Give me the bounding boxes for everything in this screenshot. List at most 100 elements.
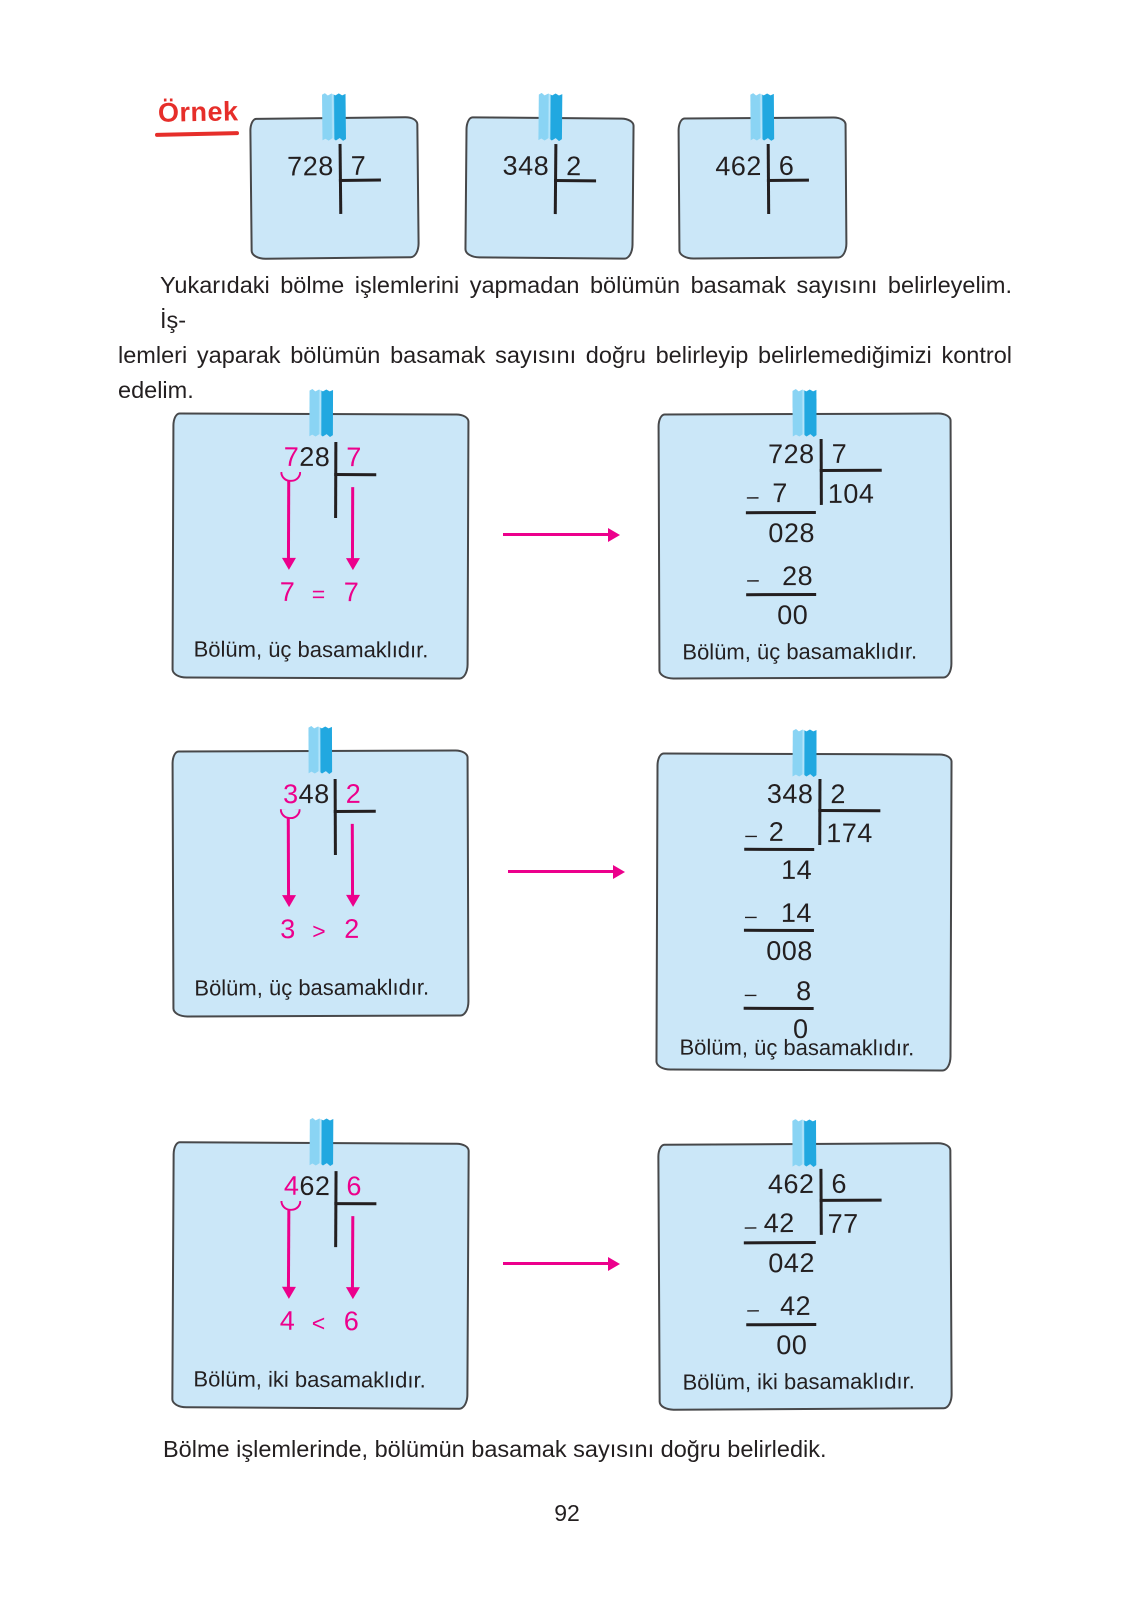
minus-sign: – <box>747 568 759 592</box>
card-caption: Bölüm, iki basamaklıdır. <box>682 1368 915 1395</box>
dividend: 462 <box>715 151 762 182</box>
dividend-rest: 48 <box>298 778 330 810</box>
divisor: 2 <box>566 151 582 182</box>
top-card-348: 348 2 <box>464 116 635 260</box>
division-horizontal-line <box>333 809 376 813</box>
comparison-right: 6 <box>343 1306 359 1337</box>
card-caption: Bölüm, üç basamaklıdır. <box>679 1034 915 1061</box>
example-underline <box>154 131 240 137</box>
intro-line-2: lemleri yaparak bölümün basamak sayısını… <box>118 342 1012 368</box>
tape-icon <box>308 726 332 774</box>
minus-sign: – <box>744 904 757 928</box>
arrow-down-icon <box>350 487 355 560</box>
subtrahend-2: 14 <box>780 897 813 929</box>
tape-icon <box>309 389 333 437</box>
division-horizontal-line <box>334 473 377 476</box>
dividend: 728 <box>284 442 331 473</box>
card-caption: Bölüm, üç basamaklıdır. <box>682 638 918 665</box>
subtrahend-3: 8 <box>796 975 812 1007</box>
dividend-lead-digit: 7 <box>283 441 300 472</box>
dividend-rest: 28 <box>299 441 331 473</box>
quotient: 77 <box>827 1208 859 1239</box>
subtrahend-1: 42 <box>763 1208 795 1239</box>
digit-brace-icon <box>279 809 301 820</box>
remainder-1: 14 <box>781 854 813 886</box>
minus-sign: – <box>744 1215 757 1239</box>
subtrahend-2: 42 <box>780 1290 812 1322</box>
conclusion-text: Bölme işlemlerinde, bölümün basamak sayı… <box>163 1436 827 1462</box>
dividend: 462 <box>767 1168 815 1200</box>
divisor: 2 <box>345 778 362 809</box>
division-vertical-bar <box>819 1168 823 1235</box>
dividend-lead-digit: 4 <box>283 1170 300 1201</box>
subtrahend-2: 28 <box>782 560 814 592</box>
estimate-card-462: 462 6 4 < 6 Bölüm, iki basamaklıdır. <box>171 1141 470 1410</box>
minus-sign: – <box>745 823 757 847</box>
dividend-lead-digit: 3 <box>283 779 299 810</box>
divisor: 6 <box>778 150 795 181</box>
subtraction-line <box>745 510 816 514</box>
subtraction-line <box>746 1322 817 1326</box>
division-horizontal-line <box>766 178 809 182</box>
division-horizontal-line <box>554 179 597 182</box>
remainder-2: 00 <box>776 1329 808 1361</box>
card-caption: Bölüm, üç basamaklıdır. <box>194 974 430 1001</box>
tape-icon <box>750 93 774 141</box>
divisor: 6 <box>831 1168 848 1199</box>
remainder-1: 028 <box>768 517 816 549</box>
tape-icon <box>322 93 347 141</box>
minus-sign: – <box>746 485 759 509</box>
division-horizontal-line <box>334 1202 377 1205</box>
division-horizontal-line <box>819 1198 882 1202</box>
page-number: 92 <box>554 1500 580 1526</box>
subtraction-line <box>743 1240 816 1244</box>
arrow-right-icon <box>503 1256 620 1271</box>
top-card-462: 462 6 <box>677 116 848 260</box>
estimate-card-348: 348 2 3 > 2 Bölüm, üç basamaklıdır. <box>171 749 470 1018</box>
comparison-operator: < <box>311 1309 326 1337</box>
arrow-right-icon <box>508 864 625 879</box>
intro-line-3: edelim. <box>118 377 194 403</box>
worked-card-728: 728 7 104 – 7 028 – 28 00 Bölüm, üç basa… <box>657 412 953 680</box>
division-vertical-bar <box>819 438 823 505</box>
division-vertical-bar <box>818 779 821 846</box>
digit-brace-icon <box>280 1200 302 1211</box>
tape-icon <box>309 1118 333 1166</box>
comparison-left: 7 <box>279 576 295 607</box>
quotient: 104 <box>827 478 875 509</box>
intro-paragraph: Yukarıdaki bölme işlemlerini yapmadan bö… <box>118 268 1012 408</box>
divisor: 2 <box>830 779 846 810</box>
dividend-rest: 62 <box>299 1170 331 1202</box>
card-caption: Bölüm, üç basamaklıdır. <box>193 636 429 663</box>
arrow-down-icon <box>350 823 355 896</box>
subtraction-line <box>743 928 814 932</box>
card-caption: Bölüm, iki basamaklıdır. <box>193 1366 426 1393</box>
division-vertical-bar <box>333 778 337 855</box>
minus-sign: – <box>747 1298 759 1322</box>
estimate-card-728: 728 7 7 = 7 Bölüm, üç basamaklıdır. <box>171 412 470 680</box>
comparison-operator: = <box>311 580 326 608</box>
intro-line-1: Yukarıdaki bölme işlemlerini yapmadan bö… <box>160 272 1012 333</box>
comparison-right: 2 <box>344 913 360 944</box>
quotient: 174 <box>826 818 873 849</box>
division-horizontal-line <box>819 468 882 472</box>
tape-icon <box>792 1119 816 1167</box>
tape-icon <box>792 389 816 437</box>
subtrahend-1: 2 <box>768 816 785 847</box>
dividend: 348 <box>502 150 550 181</box>
tape-icon <box>538 93 562 141</box>
subtrahend-1: 7 <box>772 478 788 509</box>
divisor: 7 <box>346 442 362 473</box>
arrow-down-icon <box>350 1216 355 1289</box>
divisor: 7 <box>350 150 367 181</box>
arrow-right-icon <box>503 527 620 542</box>
division-vertical-bar <box>334 1171 338 1248</box>
arrow-down-icon <box>286 1209 291 1288</box>
top-card-728: 728 7 <box>249 116 420 260</box>
subtraction-line <box>744 847 815 851</box>
subtraction-line <box>746 592 817 596</box>
remainder-2: 008 <box>766 935 813 967</box>
comparison-left: 3 <box>280 914 296 945</box>
tape-icon <box>792 729 816 777</box>
